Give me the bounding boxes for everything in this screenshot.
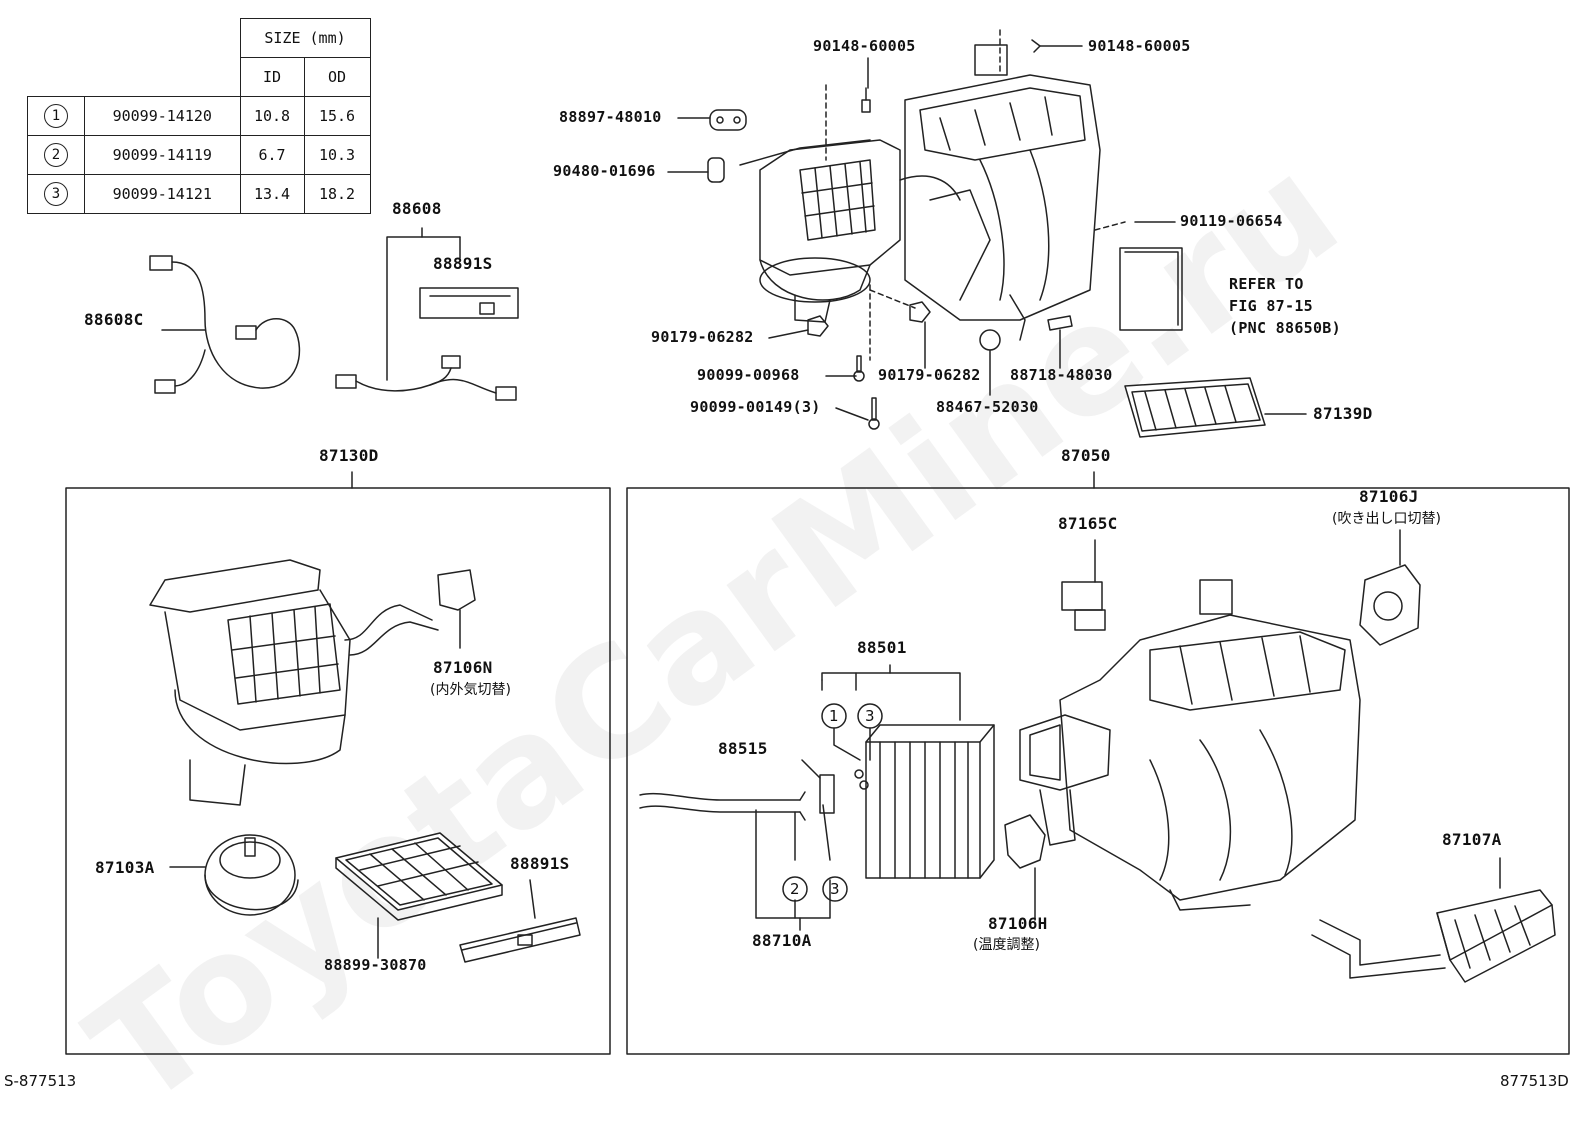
label-88501: 88501	[857, 638, 907, 657]
label-88891s-top: 88891S	[433, 254, 493, 273]
leaders-top	[667, 29, 1307, 421]
part-number: 90099-14119	[84, 135, 241, 175]
col-od: OD	[303, 57, 371, 97]
refer-line-2: FIG 87-15	[1229, 297, 1313, 315]
label-87106n-jp: (内外気切替)	[430, 682, 511, 698]
size-header: SIZE (mm)	[239, 18, 371, 58]
table-row: 3 90099-14121 13.4 18.2	[27, 174, 371, 214]
blower-unit-87130d	[149, 559, 581, 963]
label-87106n: 87106N	[433, 658, 493, 677]
box-87050	[626, 487, 1570, 1055]
size-table: SIZE (mm) ID OD 1 90099-14120 10.8 15.6 …	[27, 18, 371, 214]
label-87139d: 87139D	[1313, 404, 1373, 423]
outer-diameter: 10.3	[303, 135, 371, 175]
footer-left: S-877513	[4, 1072, 77, 1090]
label-87103a: 87103A	[95, 858, 155, 877]
row-number: 3	[44, 182, 68, 206]
label-90148-a: 90148-60005	[813, 37, 916, 55]
label-87106h: 87106H	[988, 914, 1048, 933]
harness-88608	[335, 227, 519, 401]
label-90480: 90480-01696	[553, 162, 656, 180]
ref-circles	[782, 703, 883, 902]
refer-line-1: REFER TO	[1229, 275, 1304, 293]
label-87050: 87050	[1061, 446, 1111, 465]
part-number: 90099-14121	[84, 174, 241, 214]
label-87106h-jp: (温度調整)	[973, 937, 1040, 953]
circle-1-text: 1	[829, 707, 839, 725]
row-number: 2	[44, 143, 68, 167]
label-90099-00149: 90099-00149(3)	[690, 398, 821, 416]
outer-diameter: 18.2	[303, 174, 371, 214]
label-88608c: 88608C	[84, 310, 144, 329]
label-90148-b: 90148-60005	[1088, 37, 1191, 55]
small-parts-top	[707, 39, 1266, 438]
parts-diagram	[65, 29, 1570, 1055]
refer-line-3: (PNC 88650B)	[1229, 319, 1341, 337]
circle-3b-text: 3	[830, 880, 840, 898]
label-87106j-jp: (吹き出し口切替)	[1332, 511, 1441, 527]
row-number: 1	[44, 104, 68, 128]
table-row: 1 90099-14120 10.8 15.6	[27, 96, 371, 136]
footer-right: 877513D	[1500, 1072, 1569, 1090]
label-88718: 88718-48030	[1010, 366, 1113, 384]
label-88891s-bottom: 88891S	[510, 854, 570, 873]
label-90179-a: 90179-06282	[651, 328, 754, 346]
label-87107a: 87107A	[1442, 830, 1502, 849]
label-90179-b: 90179-06282	[878, 366, 981, 384]
circle-3-text: 3	[865, 707, 875, 725]
part-number: 90099-14120	[84, 96, 241, 136]
box-87130d	[65, 487, 611, 1055]
label-88467: 88467-52030	[936, 398, 1039, 416]
label-90099-00968: 90099-00968	[697, 366, 800, 384]
label-88710a: 88710A	[752, 931, 812, 950]
inner-diameter: 6.7	[239, 135, 305, 175]
harness-88608c	[149, 255, 301, 394]
label-88515: 88515	[718, 739, 768, 758]
inner-diameter: 13.4	[239, 174, 305, 214]
circle-2-text: 2	[790, 880, 800, 898]
label-90119: 90119-06654	[1180, 212, 1283, 230]
outer-diameter: 15.6	[303, 96, 371, 136]
hvac-unit-87050	[639, 529, 1556, 983]
hvac-assembly-top	[739, 44, 1101, 341]
label-87130d: 87130D	[319, 446, 379, 465]
label-88899: 88899-30870	[324, 956, 427, 974]
label-87106j: 87106J	[1359, 487, 1419, 506]
label-87165c: 87165C	[1058, 514, 1118, 533]
table-row: 2 90099-14119 6.7 10.3	[27, 135, 371, 175]
inner-diameter: 10.8	[239, 96, 305, 136]
label-88897: 88897-48010	[559, 108, 662, 126]
col-id: ID	[239, 57, 305, 97]
label-88608: 88608	[392, 199, 442, 218]
